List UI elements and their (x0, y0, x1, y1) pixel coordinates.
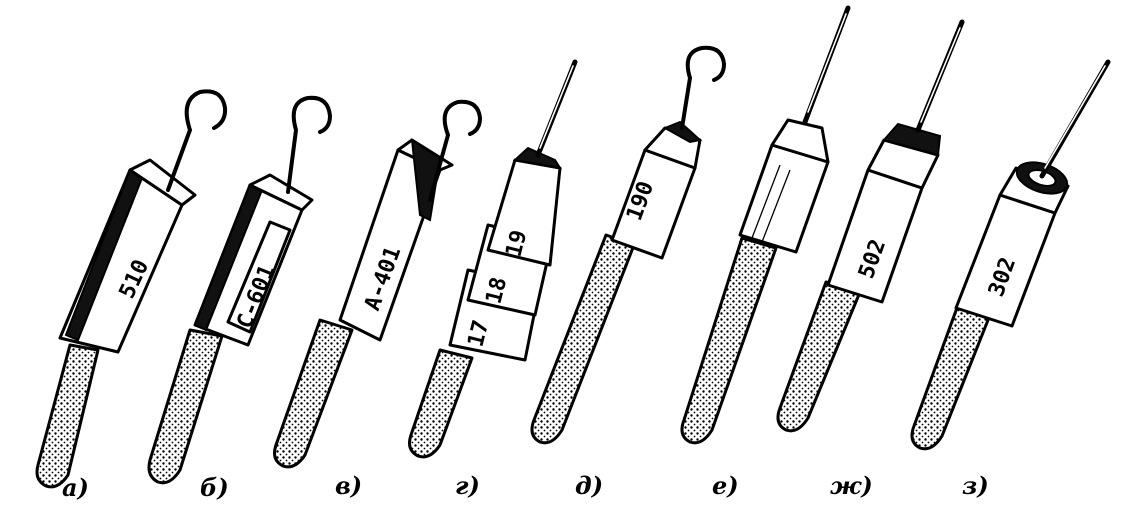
tag-label: 18 (482, 275, 513, 307)
variant-e: е) (680, 5, 851, 500)
variant-z: 302 з) (910, 59, 1111, 500)
variant-caption: е) (712, 471, 739, 500)
variant-caption: б) (200, 473, 229, 502)
tag-label: 19 (502, 228, 533, 260)
tag-label: 17 (464, 318, 495, 350)
variant-caption: з) (962, 471, 989, 500)
variant-d: 190 д) (530, 45, 727, 500)
variant-caption: д) (575, 471, 603, 500)
variant-a: 510 а) (35, 89, 228, 502)
variant-v: А-401 в) (273, 99, 483, 500)
variant-g: 19 18 17 г) (408, 59, 578, 500)
variant-caption: ж) (830, 471, 873, 500)
variant-caption: в) (335, 471, 362, 500)
variant-zh: 502 ж) (776, 19, 965, 500)
variant-caption: а) (62, 473, 89, 502)
variant-caption: г) (455, 471, 480, 500)
